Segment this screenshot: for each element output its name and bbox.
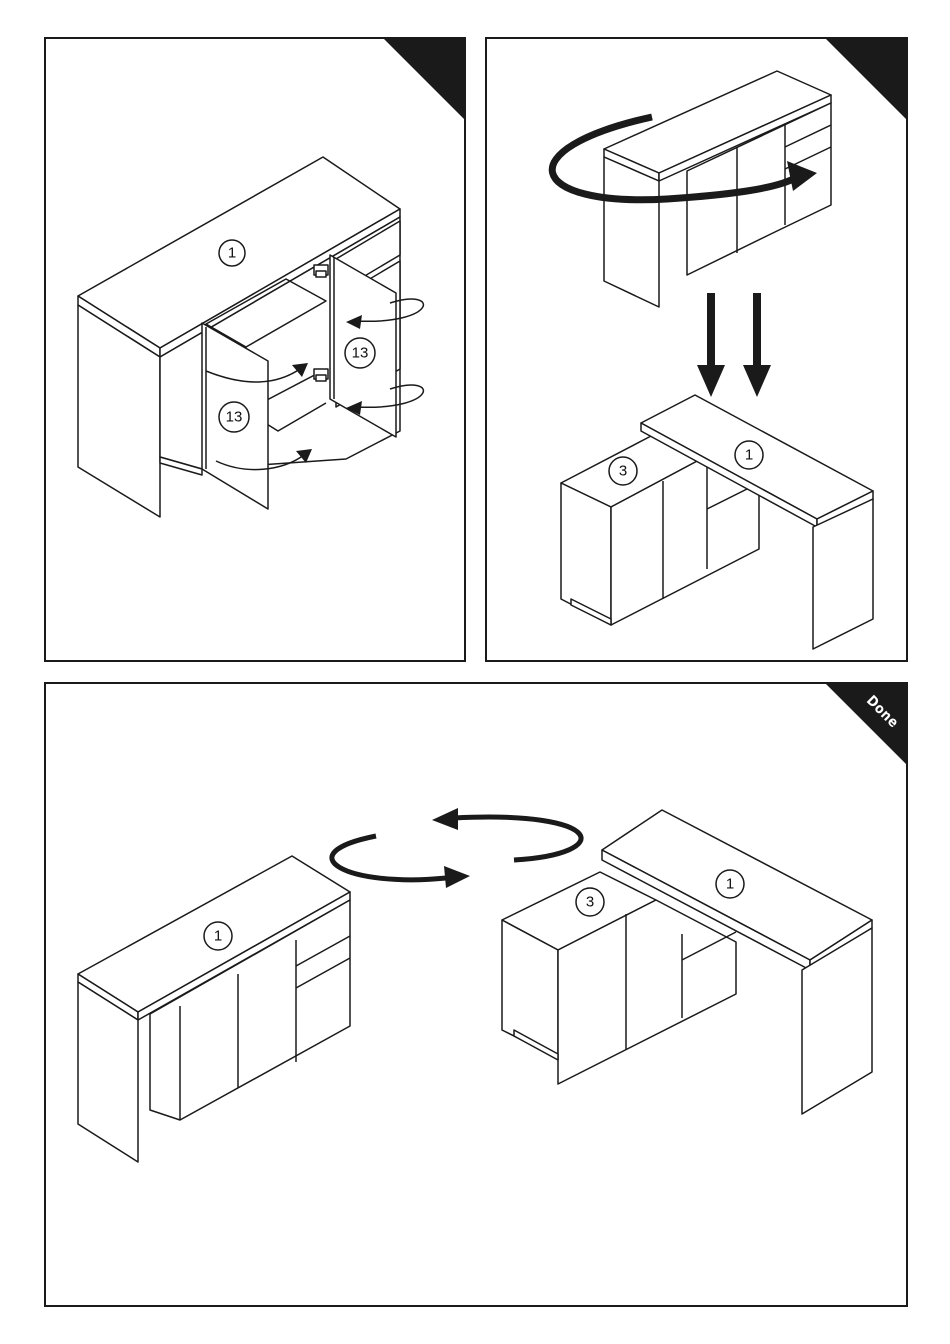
step-panel-1: 1 13 13	[44, 37, 466, 662]
part-number-1: 1	[745, 447, 753, 464]
step-panel-3: Done 1 3 1	[44, 682, 908, 1307]
part-number-1: 1	[228, 245, 236, 262]
sideboard-door-mounting-illustration: 1 13 13	[46, 39, 466, 662]
part-number-3: 3	[619, 463, 627, 480]
part-number-13-right-door: 13	[352, 345, 369, 362]
part-number-1-desk: 1	[726, 876, 734, 893]
desk-rotate-and-place-illustration: 3 1	[487, 39, 908, 662]
part-number-3: 3	[586, 894, 594, 911]
part-number-13-left-door: 13	[226, 409, 243, 426]
part-number-1-sideboard: 1	[214, 928, 222, 945]
step-panel-2: 3 1	[485, 37, 908, 662]
final-configurations-illustration: 1 3 1	[46, 684, 908, 1307]
